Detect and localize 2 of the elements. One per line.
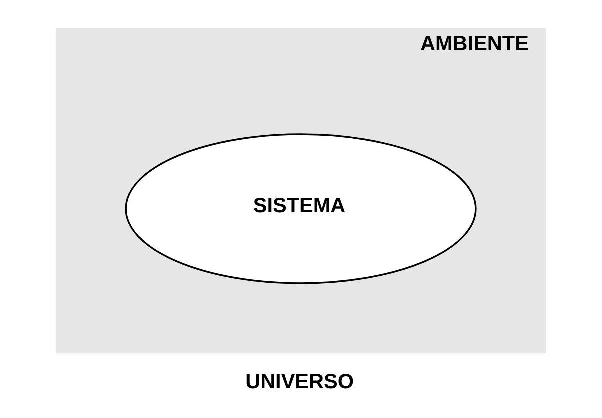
node-ellipse: SISTEMA	[125, 134, 477, 284]
caption: UNIVERSO	[246, 370, 354, 394]
